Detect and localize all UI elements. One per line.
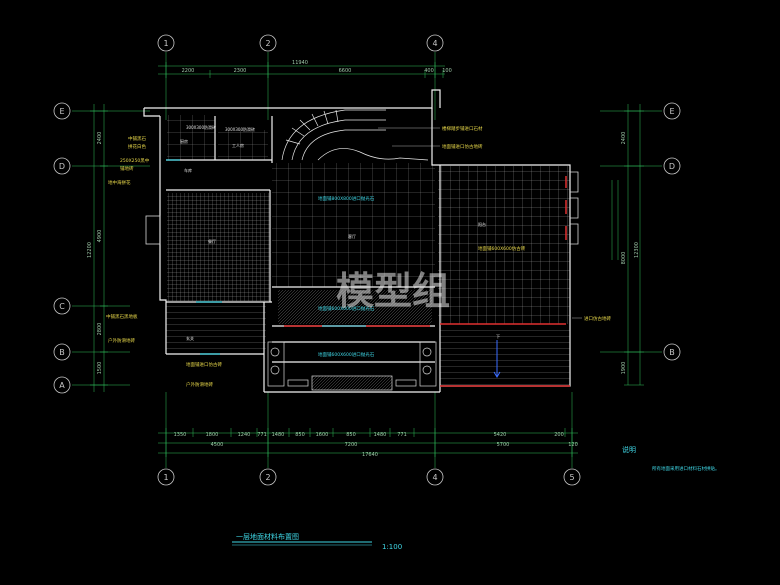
grid-label-left-C: C <box>59 302 65 311</box>
dim-bottom-r1-8: 850 <box>346 432 356 438</box>
dim-bottom-total: 17640 <box>362 452 378 458</box>
dim-bottom-r1-5: 1480 <box>272 432 285 438</box>
room-label-tile1: 300X300防滑砖 <box>186 124 216 130</box>
note-right-2: 地面铺进口仿古地砖 <box>442 143 483 150</box>
stair-down-label: 下 <box>496 334 500 339</box>
door-markers <box>166 159 366 355</box>
room-label-kitchen: 厨房 <box>180 138 188 144</box>
dim-bottom-r1-1: 1350 <box>174 432 187 438</box>
dim-top-3: 6600 <box>339 68 352 74</box>
dim-bottom-r2-1: 4500 <box>211 442 224 448</box>
note-right-4: 进口仿古地砖 <box>584 315 611 322</box>
entry-planters <box>267 341 437 391</box>
grid-label-bottom-5: 5 <box>569 473 574 482</box>
notes-left: 中铺黑石 拼花白色 250X250黑中 铺地砖 地中海拼花 中铺黑石黑地板 户外… <box>106 135 150 344</box>
dim-bottom-r1-2: 1800 <box>206 432 219 438</box>
dimension-bottom <box>158 428 578 457</box>
room-label-garage: 车库 <box>184 167 192 173</box>
grid-label-left-E: E <box>59 107 64 116</box>
grid-label-right-B: B <box>669 348 675 357</box>
spiral-stair <box>281 109 429 161</box>
room-labels: 300X300防滑砖 300X300防滑砖 厨房 工人房 餐厅 客厅 阳台 车库… <box>180 124 486 341</box>
dim-left-1: 2400 <box>97 132 103 145</box>
grid-label-bottom-4: 4 <box>432 473 437 482</box>
dimension-top <box>158 62 445 78</box>
room-label-foyer: 玄关 <box>186 335 194 341</box>
note-center-4: 地面铺进口仿古砖 <box>186 361 222 368</box>
room-label-tile2: 300X300防滑砖 <box>225 126 255 132</box>
grid-bubbles-top: 1 2 4 <box>157 34 444 52</box>
grid-label-left-D: D <box>59 162 65 171</box>
dimension-left <box>90 104 108 392</box>
dim-top-4: 400 <box>424 68 434 74</box>
dim-bottom-r1-11: 5420 <box>494 432 507 438</box>
note-right-5: 户外防滑地砖 <box>186 381 213 388</box>
grid-label-left-A: A <box>59 381 65 390</box>
dim-bottom-r1-4: 771 <box>257 432 267 438</box>
note-left-1: 中铺黑石 <box>128 135 146 142</box>
dim-bottom-r1-9: 1480 <box>374 432 387 438</box>
dim-left-2: 4900 <box>97 230 103 243</box>
note-right-1: 楼梯踏步铺进口石材 <box>442 125 483 132</box>
dim-top-total: 11940 <box>292 60 308 66</box>
dim-left-4: 1500 <box>97 362 103 375</box>
note-left-7: 户外防滑地砖 <box>108 337 135 344</box>
grid-bubbles-bottom: 1 2 4 5 <box>157 468 581 486</box>
watermark: 模型组 <box>336 269 450 313</box>
grid-label-top-1: 1 <box>163 39 168 48</box>
note-left-5: 地中海拼花 <box>108 179 131 186</box>
dim-left-total: 12200 <box>87 242 93 258</box>
dim-right-2: 8000 <box>621 252 627 265</box>
room-label-worker: 工人房 <box>232 142 244 148</box>
drawing-title-block: 一层地面材料布置图 1:100 <box>232 532 402 551</box>
dim-bottom-r1-6: 850 <box>295 432 305 438</box>
dim-right-total: 12300 <box>634 242 640 258</box>
notes-right: 楼梯踏步铺进口石材 地面铺进口仿古地砖 地面铺600X600仿古砖 进口仿古地砖… <box>186 125 611 388</box>
dim-bottom-r1-7: 1600 <box>316 432 329 438</box>
grid-label-top-4: 4 <box>432 39 437 48</box>
dim-bottom-r2-3: 5700 <box>497 442 510 448</box>
note-center-1: 地面铺800X800进口抛光石 <box>318 195 375 202</box>
note-right-3: 地面铺600X600仿古砖 <box>478 245 526 252</box>
stair-arrow <box>493 340 501 378</box>
dim-top-1: 2200 <box>182 68 195 74</box>
note-left-2: 拼花白色 <box>128 143 146 150</box>
drawing-title: 一层地面材料布置图 <box>236 532 299 541</box>
grid-label-bottom-2: 2 <box>265 473 270 482</box>
note-left-3: 250X250黑中 <box>120 157 150 164</box>
dim-right-3: 1900 <box>621 362 627 375</box>
dim-bottom-r1-3: 1240 <box>238 432 251 438</box>
explain-title: 说明 <box>622 445 636 454</box>
grid-label-right-D: D <box>669 162 675 171</box>
dim-left-3: 2800 <box>97 323 103 336</box>
note-left-6: 中铺黑石黑地板 <box>106 313 138 320</box>
grid-label-top-2: 2 <box>265 39 270 48</box>
grid-bubbles-left: E D C B A <box>53 102 71 394</box>
dim-top-5: 100 <box>442 68 452 74</box>
floor-fills <box>166 115 570 385</box>
dim-bottom-r2-2: 7200 <box>345 442 358 448</box>
grid-bubbles-right: E D B <box>663 102 681 361</box>
room-label-living: 客厅 <box>348 233 356 239</box>
drawing-scale: 1:100 <box>382 543 402 551</box>
dimension-right <box>611 104 644 386</box>
note-left-4: 铺地砖 <box>120 165 134 172</box>
dim-right-1: 2400 <box>621 132 627 145</box>
grid-label-left-B: B <box>59 348 65 357</box>
dim-top-2: 2300 <box>234 68 247 74</box>
explain-text: 所有地面采用进口材料石材拼贴。 <box>652 465 720 472</box>
note-center-3: 地面铺600X600进口抛光石 <box>318 351 375 358</box>
right-facade-steps <box>570 171 579 245</box>
note-center-2: 地面铺600X600进口抛光石 <box>318 305 375 312</box>
notes-center: 地面铺800X800进口抛光石 地面铺600X600进口抛光石 地面铺600X6… <box>186 195 375 368</box>
grid-label-right-E: E <box>669 107 674 116</box>
dim-bottom-r1-10: 771 <box>397 432 407 438</box>
room-label-balcony: 阳台 <box>478 221 486 227</box>
dim-bottom-r2-4: 120 <box>568 442 578 448</box>
grid-label-bottom-1: 1 <box>163 473 168 482</box>
room-label-dining: 餐厅 <box>208 238 216 244</box>
left-bay <box>145 215 161 245</box>
dim-bottom-r1-12: 200 <box>554 432 564 438</box>
